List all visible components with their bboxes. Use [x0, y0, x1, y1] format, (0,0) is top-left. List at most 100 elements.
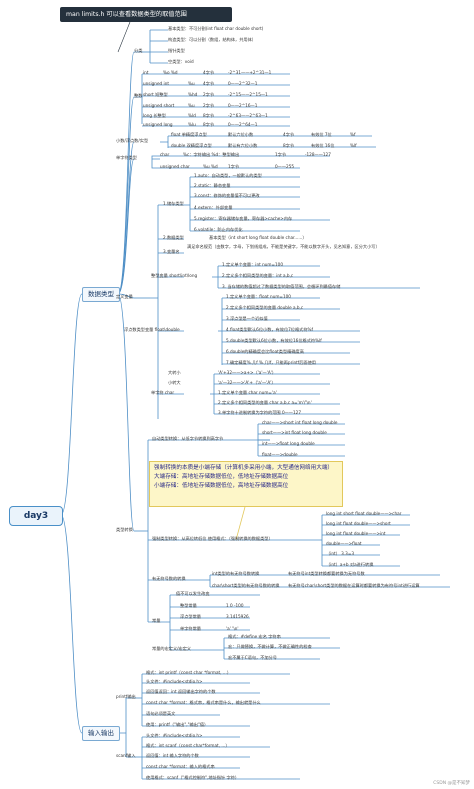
node-label[interactable]: 1.定义单个变量：int num=100	[222, 262, 283, 267]
node-label[interactable]: long int short float double——>char	[326, 511, 402, 516]
root-node[interactable]: day3	[9, 506, 63, 526]
node-label[interactable]: 默认有六位小数	[228, 143, 258, 148]
node-label[interactable]: 2字节	[203, 92, 215, 97]
node-label[interactable]: 4.float类型默认6位小数，有效位7位格式符%f	[226, 327, 313, 332]
node-label[interactable]: 6.volatile：防止内存优化	[194, 227, 243, 232]
node-label[interactable]: double——>float	[326, 541, 362, 546]
node-label[interactable]: 返回值：int 输入字符的个数	[146, 753, 199, 758]
node-label[interactable]: 'A'+32——>a+>（'a'—'A'）	[218, 370, 277, 375]
node-label[interactable]: int——>float long double	[262, 441, 315, 446]
node-label[interactable]: 1字节	[275, 152, 287, 157]
node-label[interactable]: 1.auto：自动类型，一般默认的类型	[194, 173, 262, 178]
node-label[interactable]: 6.double的精确度会比float类型精确度高	[226, 349, 304, 354]
node-label[interactable]: %o %d	[163, 70, 178, 75]
node-label[interactable]: char\short类型的有无符号数的转换	[212, 583, 280, 588]
node-label[interactable]: 强制类型转换：从高位转低位 使用格式：（强制转换的数据类型）	[152, 536, 273, 541]
node-label[interactable]: 宏：只做替换，不做计算，不做正确性的检查	[228, 644, 312, 649]
node-label[interactable]: 值不可以发生改变	[176, 591, 210, 596]
node-label[interactable]: 基本类型：不可分割(int float char double short)	[168, 26, 264, 31]
node-label[interactable]: 使用格式：scanf（"格式控制符",地址指针 字符）	[146, 775, 240, 780]
node-label[interactable]: char	[160, 152, 170, 157]
node-label[interactable]: %f	[350, 132, 356, 137]
node-label[interactable]: 8字节	[203, 122, 215, 127]
node-label[interactable]: 使用：printf（"输出","输出"值）	[146, 722, 209, 727]
node-label[interactable]: long 长整型	[143, 113, 166, 118]
node-label[interactable]: 3. 当存储的数值超过了数据类型的取值范围，会循环到最值存储	[222, 284, 341, 289]
node-label[interactable]: 1 0 -100	[226, 603, 244, 608]
node-label[interactable]: -2^63——2^63—1	[228, 113, 268, 118]
node-label[interactable]: unsigned char	[160, 164, 190, 169]
node-label[interactable]: 2.定义多个相同类型的变量 double a,b,c	[226, 305, 304, 310]
node-label[interactable]: 头文件：#include<stdio.h>	[146, 733, 203, 738]
node-label[interactable]: 有无符号char\short类型的数据在运算时都要转换为有符号int进行运算	[288, 583, 420, 588]
node-label[interactable]: 3.浮点型是一个近似值	[226, 316, 268, 321]
node-label[interactable]: （int）a+b 对a进行转换	[326, 562, 374, 567]
node-label[interactable]: 语句必须是英文	[146, 711, 176, 716]
node-label[interactable]: %u %d	[203, 164, 218, 169]
node-label[interactable]: 8字节	[203, 113, 215, 118]
node-label[interactable]: %c：字符输出 %d：整型输出	[183, 152, 240, 157]
node-label[interactable]: 构造类型：可以分割（数组，结构体，共用体）	[168, 37, 256, 42]
node-label[interactable]: 'a'—32——>'A'+（'a'—'A'）	[218, 380, 276, 385]
node-label[interactable]: 返回值返回：int 返回输出字符的个数	[146, 689, 216, 694]
node-label[interactable]: 自动类型转换：从低字节转换到高字节	[152, 436, 224, 441]
node-io[interactable]: 输入输出	[82, 726, 120, 741]
node-label[interactable]: 2.static：静态变量	[194, 183, 231, 188]
node-label[interactable]: 小数/浮点数/实型	[116, 138, 149, 143]
node-label[interactable]: %u	[188, 103, 195, 108]
node-label[interactable]: scanf输入	[116, 753, 136, 758]
node-label[interactable]: 3.const：修饰的变量值不可以更改	[194, 193, 260, 198]
node-label[interactable]: 满足命名规范（由数字，字母，下划线组成，不能是关键字，不能以数字开头，见名知意，…	[187, 244, 380, 249]
node-label[interactable]: short 短整型	[143, 92, 168, 97]
node-label[interactable]: 2.定义多个相同类型的变量：int a,b,c	[222, 273, 294, 278]
node-label[interactable]: 大转小	[168, 370, 181, 375]
node-label[interactable]: 有效位 16位	[311, 143, 335, 148]
node-data-types[interactable]: 数据类型	[82, 287, 120, 302]
node-label[interactable]: 类型转换	[116, 527, 133, 532]
node-label[interactable]: 浮点型常量	[180, 614, 201, 619]
node-label[interactable]: 'a' '\n'	[226, 626, 239, 631]
node-label[interactable]: 常量	[152, 618, 161, 623]
node-label[interactable]: const char *format：输入的格式串	[146, 764, 215, 769]
node-label[interactable]: （int） 3.3=3	[326, 551, 354, 556]
node-label[interactable]: %u	[188, 81, 195, 86]
node-label[interactable]: int	[143, 70, 149, 75]
node-label[interactable]: 指针类型	[168, 48, 185, 53]
node-label[interactable]: 0——2^16—1	[228, 103, 258, 108]
node-label[interactable]: 宏不属于C语句，不加分号	[228, 655, 277, 660]
node-label[interactable]: 默认六位小数	[228, 132, 254, 137]
node-label[interactable]: 空类型：void	[168, 59, 194, 64]
node-label[interactable]: 有无符号数的转换	[152, 576, 186, 581]
node-label[interactable]: printf输出	[116, 694, 136, 699]
node-label[interactable]: %hd	[188, 92, 198, 97]
node-label[interactable]: 单字符 char	[151, 390, 175, 395]
node-label[interactable]: %lu	[188, 122, 196, 127]
node-label[interactable]: 格式：int printf（const char *format, ...）	[146, 670, 232, 675]
node-label[interactable]: 浮点数类型变量 float\double	[124, 327, 180, 332]
node-label[interactable]: unsigned int	[143, 81, 169, 86]
node-label[interactable]: 定义变量	[116, 294, 133, 299]
node-label[interactable]: 4字节	[203, 81, 215, 86]
node-label[interactable]: 4字节	[203, 70, 215, 75]
node-label[interactable]: 2.数据类型	[163, 235, 184, 240]
node-label[interactable]: 格式：#define 宏名 字符串	[228, 634, 281, 639]
node-label[interactable]: 2.定义多个相同类型的变量 char a,b,c a='m'/'\n'	[218, 400, 312, 405]
node-label[interactable]: 3.单字符十进制转换为字符的范围 0——127	[218, 410, 301, 415]
node-label[interactable]: 1.定义单个变量 char num='a'	[218, 390, 277, 395]
node-label[interactable]: 单字符常量	[180, 626, 201, 631]
node-label[interactable]: -2^15——2^15—1	[228, 92, 268, 97]
node-label[interactable]: float——>double	[262, 452, 298, 457]
node-label[interactable]: 整数	[134, 93, 143, 98]
node-label[interactable]: 常量的宏定义/宏定义	[152, 646, 192, 651]
node-label[interactable]: 0——255	[275, 164, 295, 169]
node-label[interactable]: 分类	[134, 48, 143, 53]
node-label[interactable]: float 单精度浮点型	[171, 132, 207, 137]
node-label[interactable]: 1字节	[228, 164, 240, 169]
node-label[interactable]: 1.储存类型	[163, 201, 184, 206]
node-label[interactable]: 1.定义单个变量：float num=100	[226, 294, 291, 299]
node-label[interactable]: 8字节	[283, 143, 295, 148]
node-label[interactable]: 4字节	[283, 132, 295, 137]
node-label[interactable]: 2字节	[203, 103, 215, 108]
node-label[interactable]: 整型变量 short\int\long	[151, 273, 198, 278]
node-label[interactable]: const char *format：格式串，格式串是什么，输出就是什么	[146, 700, 261, 705]
